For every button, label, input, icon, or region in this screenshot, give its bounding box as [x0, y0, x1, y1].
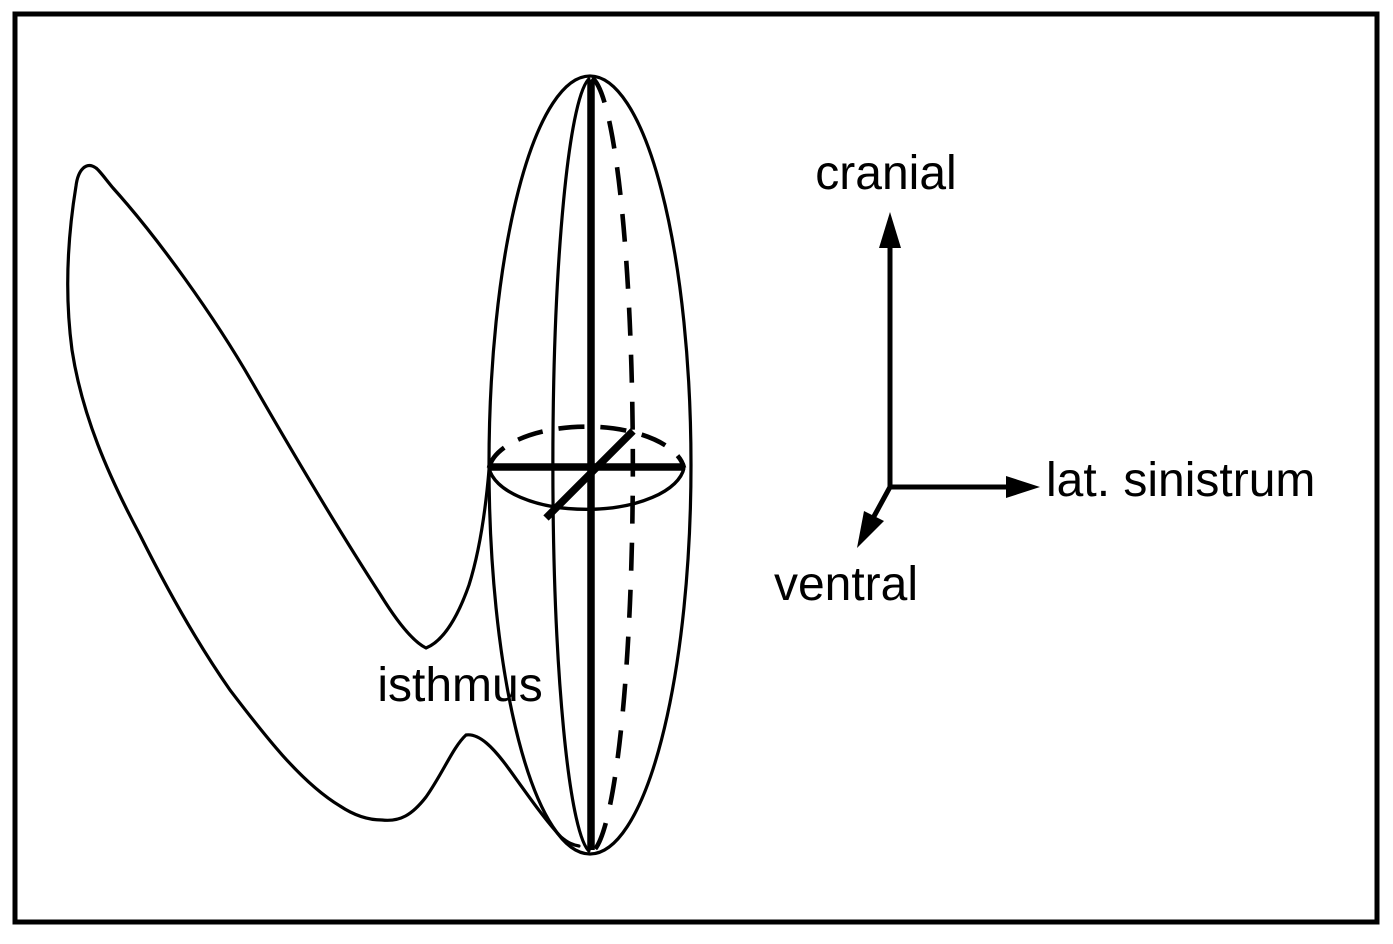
figure-border: [12, 11, 1380, 925]
cranial-arrowhead-icon: [879, 212, 901, 248]
cranial-axis-label: cranial: [815, 147, 956, 200]
ventral-arrowhead-icon: [857, 511, 884, 548]
left-lobe-outline: [66, 164, 581, 848]
lateral-arrowhead-icon: [1006, 476, 1040, 498]
ellipsoid-equator-front: [487, 467, 686, 512]
ellipsoid-outline: [487, 74, 693, 856]
ellipsoid-lobe: [486, 74, 693, 856]
ellipsoid-ap-axis: [543, 428, 636, 521]
orientation-axes: cranial lat. sinistrum ventral: [774, 147, 1315, 611]
ventral-axis-line: [869, 485, 893, 522]
lateral-axis-label: lat. sinistrum: [1046, 454, 1315, 507]
ventral-axis-label: ventral: [774, 558, 918, 611]
ellipsoid-equator-back: [486, 424, 687, 469]
isthmus-label: isthmus: [377, 659, 542, 712]
